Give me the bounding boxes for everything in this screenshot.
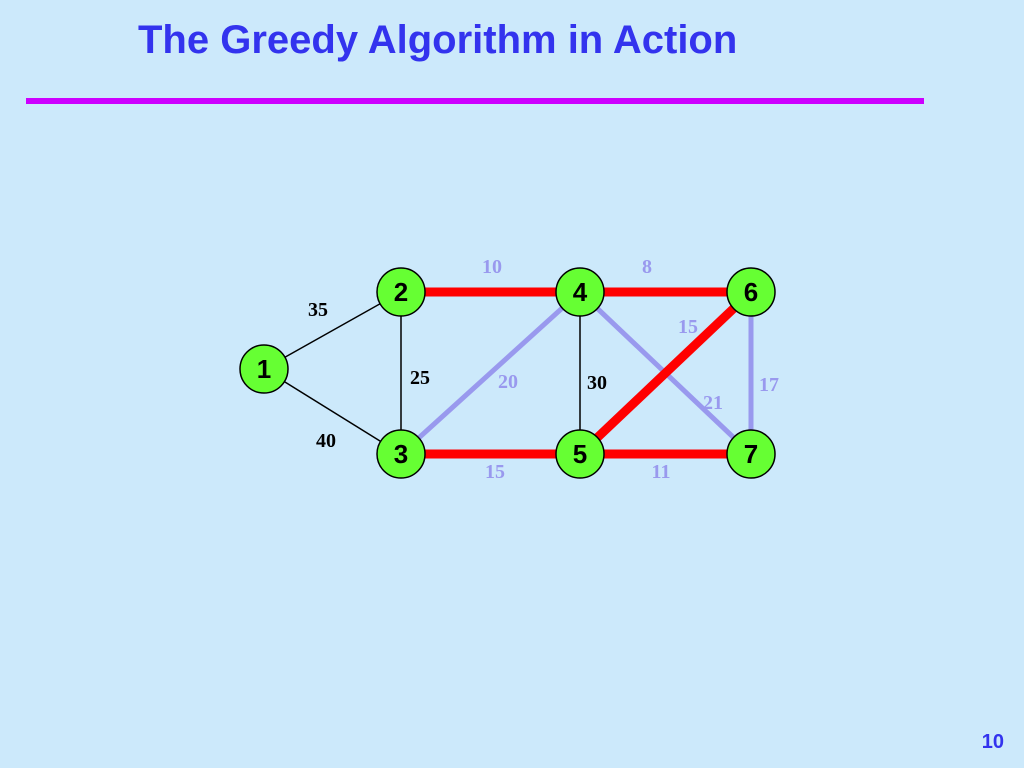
edge-weight-4-7: 21 (703, 392, 723, 414)
edge-weight-4-6: 8 (642, 256, 652, 278)
node-2: 2 (376, 267, 426, 317)
edge-weight-3-4: 20 (498, 371, 518, 393)
node-circle (555, 267, 605, 317)
nodes-layer: 1 2 3 4 5 6 7 (239, 267, 776, 479)
edge-1-3 (263, 368, 402, 455)
node-7: 7 (726, 429, 776, 479)
edge-3-4 (399, 290, 582, 456)
slide-title: The Greedy Algorithm in Action (138, 18, 738, 62)
node-circle (239, 344, 289, 394)
node-circle (726, 267, 776, 317)
edge-weight-4-5: 30 (587, 372, 607, 394)
node-6: 6 (726, 267, 776, 317)
node-3: 3 (376, 429, 426, 479)
title-divider (26, 98, 924, 104)
edge-weight-2-3: 25 (410, 367, 430, 389)
edges-layer (263, 287, 755, 459)
node-label: 2 (394, 277, 408, 307)
node-circle (726, 429, 776, 479)
edge-weight-3-5: 15 (485, 461, 505, 483)
page-number: 10 (981, 731, 1004, 753)
node-circle (376, 429, 426, 479)
node-5: 5 (555, 429, 605, 479)
node-label: 3 (394, 439, 408, 469)
node-label: 7 (744, 439, 758, 469)
node-label: 4 (573, 277, 588, 307)
node-circle (555, 429, 605, 479)
node-1: 1 (239, 344, 289, 394)
node-label: 1 (257, 354, 271, 384)
node-label: 5 (573, 439, 587, 469)
node-circle (376, 267, 426, 317)
node-label: 6 (744, 277, 758, 307)
edge-weight-2-4: 10 (482, 256, 502, 278)
edge-weight-5-6: 15 (678, 316, 698, 338)
node-4: 4 (555, 267, 605, 317)
edge-weight-1-2: 35 (308, 299, 328, 321)
edge-1-2 (263, 291, 402, 370)
edge-weight-5-7: 11 (652, 461, 671, 483)
edge-5-6 (576, 288, 755, 458)
edge-weight-1-3: 40 (316, 430, 336, 452)
edge-weight-6-7: 17 (759, 374, 779, 396)
